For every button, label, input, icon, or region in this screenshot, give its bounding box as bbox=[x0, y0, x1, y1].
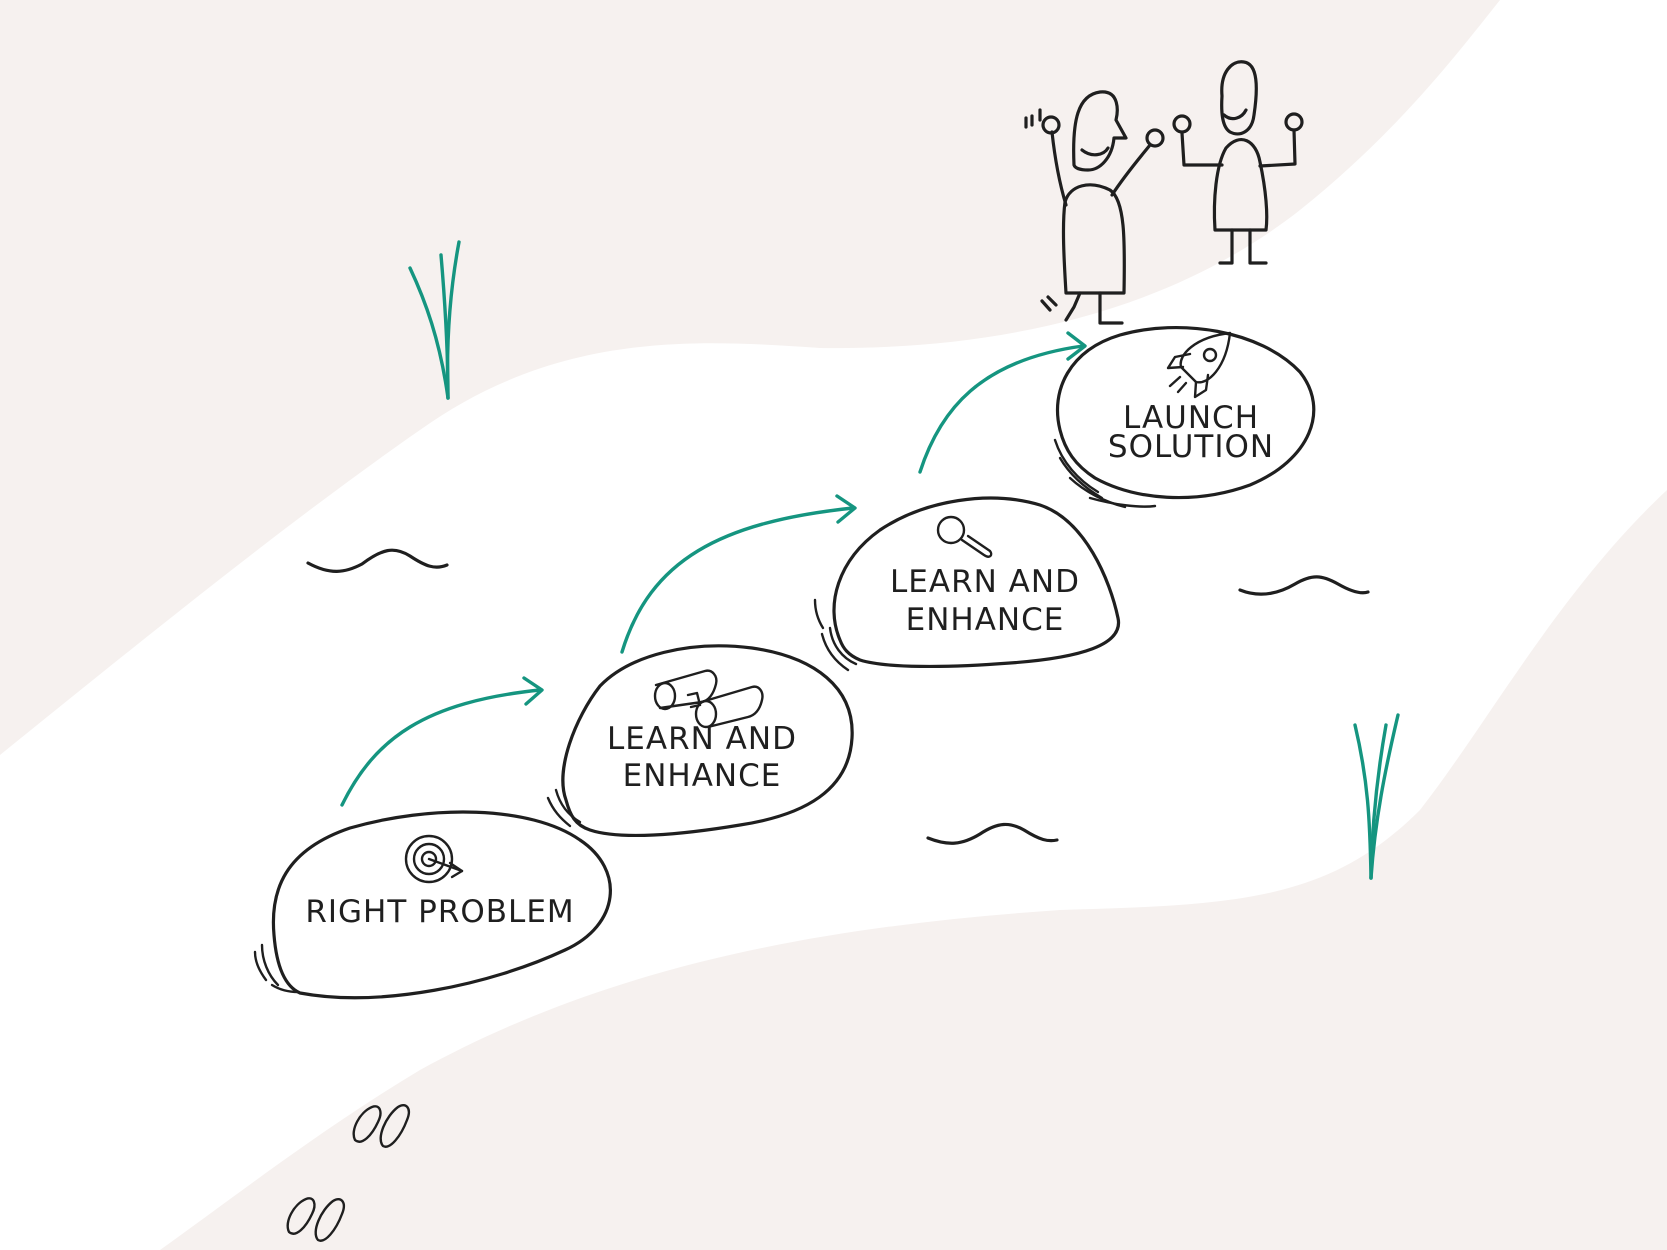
grass-tuft-right bbox=[1353, 713, 1400, 880]
binoculars-icon bbox=[653, 669, 764, 729]
step-3-label-line1: LEARN AND bbox=[890, 564, 1080, 600]
grass-tuft-left bbox=[408, 240, 461, 400]
water-ripple bbox=[926, 822, 1059, 845]
water-ripple bbox=[1238, 575, 1370, 596]
water-ripple bbox=[306, 548, 449, 573]
stepping-stone-learn-enhance-1: LEARN AND ENHANCE bbox=[546, 644, 854, 838]
step-4-label-line1: LAUNCH bbox=[1123, 400, 1259, 436]
celebrating-person-left bbox=[1024, 90, 1165, 325]
step-4-label-line2: SOLUTION bbox=[1108, 429, 1274, 465]
target-icon bbox=[404, 834, 464, 884]
step-1-label-line1: RIGHT PROBLEM bbox=[305, 894, 574, 930]
stepping-stone-launch-solution: LAUNCH SOLUTION bbox=[1053, 326, 1316, 509]
arrow-2 bbox=[620, 494, 857, 654]
step-3-label-line2: ENHANCE bbox=[906, 602, 1065, 638]
rocket-icon bbox=[1166, 331, 1232, 399]
stepping-stone-learn-enhance-2: LEARN AND ENHANCE bbox=[813, 496, 1121, 672]
arrow-3 bbox=[918, 331, 1087, 474]
step-2-label-line1: LEARN AND bbox=[607, 721, 797, 757]
footprints-upper bbox=[352, 1104, 411, 1148]
footprints-lower bbox=[286, 1197, 346, 1242]
celebrating-person-right bbox=[1172, 60, 1304, 265]
magnifier-icon bbox=[936, 515, 993, 558]
arrow-1 bbox=[340, 676, 544, 807]
stepping-stone-right-problem: RIGHT PROBLEM bbox=[253, 810, 612, 1000]
step-2-label-line2: ENHANCE bbox=[623, 758, 782, 794]
